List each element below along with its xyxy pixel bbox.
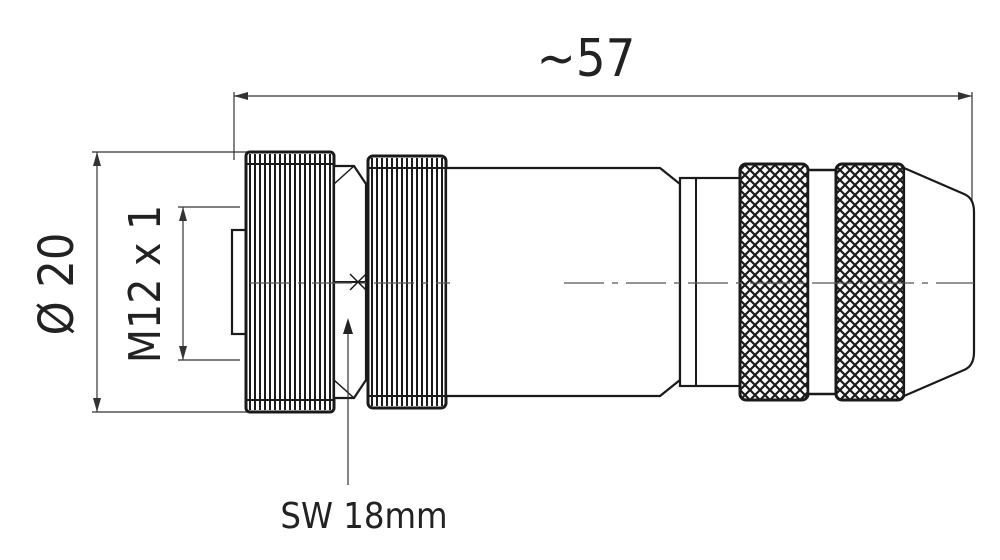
cable-end-cap	[902, 166, 976, 398]
arrowhead-up-icon	[343, 318, 353, 334]
main-housing	[444, 166, 682, 398]
contact-insert	[230, 228, 248, 336]
locking-collar	[366, 154, 448, 410]
length-dimension: ~57	[233, 29, 973, 205]
diameter-dimension: Ø 20	[29, 151, 250, 413]
diameter-label: Ø 20	[29, 233, 85, 336]
connector-body	[230, 150, 976, 414]
coupling-nut	[244, 150, 336, 414]
arrowhead-up-icon	[179, 207, 187, 221]
arrowhead-up-icon	[93, 152, 101, 166]
arrowhead-left-icon	[234, 92, 248, 100]
arrowhead-right-icon	[958, 92, 972, 100]
wrench-size-label: SW 18mm	[280, 496, 447, 537]
arrowhead-down-icon	[93, 398, 101, 412]
thread-label: M12 x 1	[120, 205, 171, 363]
length-label: ~57	[537, 29, 636, 89]
wrench-size-callout: SW 18mm	[280, 318, 448, 537]
hex-wrench-flats	[332, 164, 368, 400]
neck	[678, 176, 742, 388]
thread-dimension: M12 x 1	[120, 205, 240, 363]
cable-gland	[738, 162, 906, 402]
arrowhead-down-icon	[179, 346, 187, 360]
